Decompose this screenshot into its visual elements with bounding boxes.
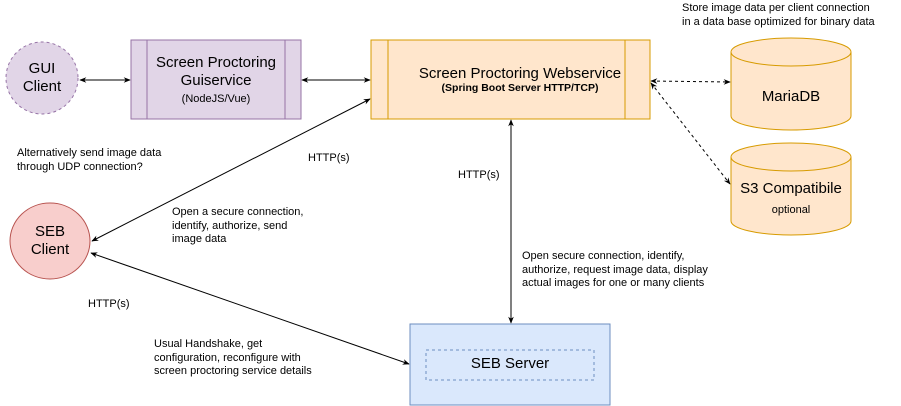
server-action-note: Open secure connection, identify, author… (522, 250, 708, 289)
guiservice-subtitle: (NodeJS/Vue) (181, 93, 251, 105)
seb-client-node (9, 202, 91, 280)
s3-sublabel: optional (771, 204, 811, 216)
client-action-note: Open a secure connection, identify, auth… (172, 206, 304, 245)
http-label-client-server: HTTP(s) (88, 298, 130, 310)
edge-sebclient-webservice (91, 98, 371, 242)
storage-note: Store image data per client connection i… (682, 2, 875, 28)
edge-sebclient-sebserver (90, 252, 410, 365)
edge-webservice-mariadb (650, 78, 731, 85)
edge-webservice-s3 (650, 82, 731, 185)
webservice-subtitle: (Spring Boot Server HTTP/TCP) (441, 82, 599, 94)
webservice-node (370, 39, 651, 120)
gui-client-label: GUI Client (22, 60, 62, 95)
http-label-sebserver-web: HTTP(s) (458, 169, 500, 181)
guiservice-title: Screen Proctoring Guiservice (155, 54, 277, 89)
udp-note: Alternatively send image data through UD… (17, 147, 162, 173)
seb-server-node (409, 323, 611, 406)
webservice-title: Screen Proctoring Webservice (418, 65, 622, 82)
handshake-note: Usual Handshake, get configuration, reco… (154, 338, 312, 377)
gui-client-node (5, 41, 79, 115)
s3-label: S3 Compatibile (740, 180, 842, 197)
seb-server-label: SEB Server (470, 355, 550, 372)
s3-node (730, 142, 852, 236)
mariadb-node (730, 37, 852, 131)
seb-client-label: SEB Client (30, 223, 70, 258)
http-label-sebclient-web: HTTP(s) (308, 152, 350, 164)
mariadb-label: MariaDB (761, 88, 821, 105)
